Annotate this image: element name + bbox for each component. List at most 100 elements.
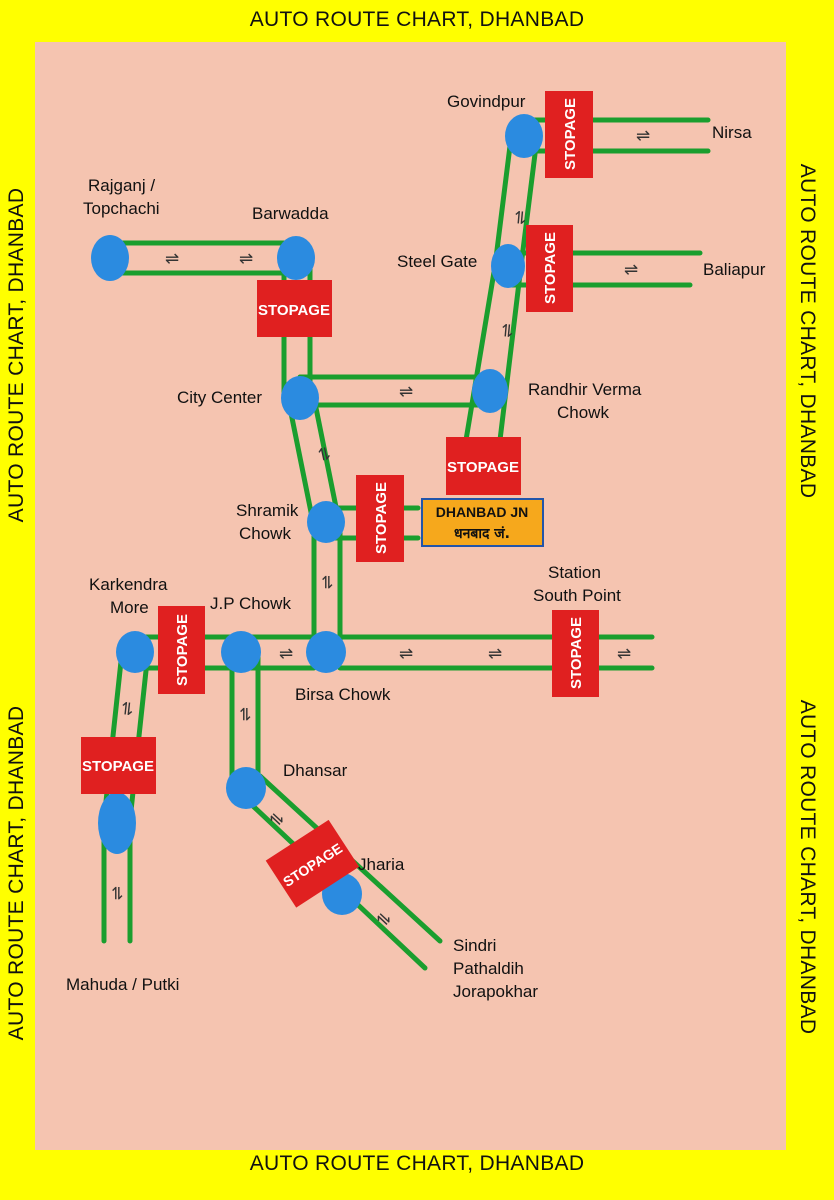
stopage-boxes: STOPAGE STOPAGE STOPAGE STOPAGE STOPAGE: [81, 91, 599, 908]
label-karkendra-more: More: [110, 598, 149, 617]
stopage-karkendra[interactable]: STOPAGE: [158, 606, 205, 694]
label-karkendra: Karkendra: [89, 575, 168, 594]
banner-bottom: AUTO ROUTE CHART, DHANBAD: [249, 1152, 585, 1175]
stopage-randhir[interactable]: STOPAGE: [446, 437, 521, 495]
direction-arrow-icon: ⇌: [279, 644, 293, 664]
stopage-label: STOPAGE: [542, 232, 559, 304]
direction-arrows: ⇌ ⇌ ⇌ ⇌ ⇌ ⇌ ⇌ ⇌ ⇌ ⇌ ⇌ ⇌ ⇌ ⇌ ⇌ ⇌ ⇌ ⇌: [107, 126, 650, 932]
route-randhir-steelgate-b: [497, 263, 524, 443]
label-jorapokhar: Jorapokhar: [453, 982, 538, 1001]
stop-barwadda[interactable]: [277, 236, 315, 280]
direction-arrow-icon: ⇌: [317, 575, 337, 589]
label-govindpur: Govindpur: [447, 92, 526, 111]
label-randhir-verma: Randhir Verma: [528, 380, 642, 399]
stopage-label: STOPAGE: [82, 758, 154, 775]
stopage-box-bg: [81, 737, 156, 794]
stopage-barwadda[interactable]: STOPAGE: [257, 280, 332, 337]
label-steel-gate: Steel Gate: [397, 252, 477, 271]
label-sindri: Sindri: [453, 936, 496, 955]
stopage-label: STOPAGE: [373, 482, 390, 554]
stop-birsa-chowk[interactable]: [306, 631, 346, 673]
label-rajganj: Rajganj /: [88, 176, 155, 195]
direction-arrow-icon: ⇌: [624, 260, 638, 280]
stop-randhir-verma-chowk[interactable]: [472, 369, 508, 413]
stopage-box-bg: [446, 437, 521, 495]
map-background: [35, 42, 786, 1150]
label-south-point: South Point: [533, 586, 621, 605]
route-steelgate-govindpur-b: [518, 135, 540, 269]
stopage-mahuda[interactable]: STOPAGE: [81, 737, 156, 794]
label-nirsa: Nirsa: [712, 123, 752, 142]
label-shramik-chowk: Chowk: [239, 524, 291, 543]
stop-govindpur[interactable]: [505, 114, 543, 158]
label-baliapur: Baliapur: [703, 260, 766, 279]
stop-karkendra-more[interactable]: [116, 631, 154, 673]
label-station: Station: [548, 563, 601, 582]
direction-arrow-icon: ⇌: [239, 249, 253, 269]
banner-left-top: AUTO ROUTE CHART, DHANBAD: [5, 187, 28, 523]
stopage-jharia[interactable]: STOPAGE: [265, 819, 360, 908]
stop-jp-chowk[interactable]: [221, 631, 261, 673]
stopage-label: STOPAGE: [447, 459, 519, 476]
stopage-label: STOPAGE: [562, 98, 579, 170]
route-citycenter-shramik-a: [285, 395, 316, 525]
station-name-hi: धनबाद जं.: [454, 526, 510, 542]
label-city-center: City Center: [177, 388, 262, 407]
stopage-label: STOPAGE: [258, 302, 330, 319]
stopage-box-bg: [526, 225, 573, 312]
label-jharia: Jharia: [358, 855, 405, 874]
stopage-govindpur[interactable]: STOPAGE: [545, 91, 593, 178]
stopage-box-bg: [356, 475, 404, 562]
banner-top: AUTO ROUTE CHART, DHANBAD: [249, 8, 585, 31]
stopage-box-bg: [257, 280, 332, 337]
direction-arrow-icon: ⇌: [636, 126, 650, 146]
stop-city-center[interactable]: [281, 376, 319, 420]
label-shramik: Shramik: [236, 501, 299, 520]
stopage-label: STOPAGE: [174, 614, 191, 686]
station-name-en: DHANBAD JN: [436, 504, 529, 520]
direction-arrow-icon: ⇌: [235, 707, 255, 721]
direction-arrow-icon: ⇌: [313, 445, 336, 463]
stopage-box-bg: [545, 91, 593, 178]
route-citycenter-shramik-b: [311, 395, 342, 525]
direction-arrow-icon: ⇌: [107, 886, 127, 900]
route-lines: [101, 117, 711, 971]
stop-shramik-chowk[interactable]: [307, 501, 345, 543]
label-birsa-chowk: Birsa Chowk: [295, 685, 391, 704]
stopage-shramik[interactable]: STOPAGE: [356, 475, 404, 562]
label-barwadda: Barwadda: [252, 204, 329, 223]
banner-left-bottom: AUTO ROUTE CHART, DHANBAD: [5, 705, 28, 1041]
stop-mahuda[interactable]: [98, 792, 136, 854]
route-steelgate-govindpur-a: [492, 135, 514, 269]
direction-arrow-icon: ⇌: [617, 644, 631, 664]
stopage-south-point[interactable]: STOPAGE: [552, 610, 599, 697]
station-dhanbad-jn[interactable]: DHANBAD JN धनबाद जं.: [421, 498, 544, 547]
label-jp-chowk: J.P Chowk: [210, 594, 291, 613]
stop-dhansar[interactable]: [226, 767, 266, 809]
label-topchachi: Topchachi: [83, 199, 160, 218]
station-box-bg: [421, 498, 544, 547]
banner-right-bottom: AUTO ROUTE CHART, DHANBAD: [796, 699, 819, 1035]
stopage-label: STOPAGE: [568, 617, 585, 689]
direction-arrow-icon: ⇌: [165, 249, 179, 269]
stopage-steel-gate[interactable]: STOPAGE: [526, 225, 573, 312]
direction-arrow-icon: ⇌: [399, 382, 413, 402]
stop-steel-gate[interactable]: [491, 244, 525, 288]
label-mahuda-putki: Mahuda / Putki: [66, 975, 179, 994]
route-randhir-steelgate-a: [463, 263, 498, 443]
stopage-box-bg: [265, 819, 360, 908]
stop-rajganj[interactable]: [91, 235, 129, 281]
stopage-box-bg: [552, 610, 599, 697]
direction-arrow-icon: ⇌: [488, 644, 502, 664]
direction-arrow-icon: ⇌: [399, 644, 413, 664]
place-labels: Govindpur Nirsa Rajganj / Topchachi Barw…: [66, 92, 766, 1001]
direction-arrow-icon: ⇌: [116, 700, 137, 716]
label-randhir-chowk: Chowk: [557, 403, 609, 422]
banner-right-top: AUTO ROUTE CHART, DHANBAD: [796, 163, 819, 499]
direction-arrow-icon: ⇌: [509, 209, 530, 225]
stopage-box-bg: [158, 606, 205, 694]
direction-arrow-icon: ⇌: [496, 322, 517, 338]
label-dhansar: Dhansar: [283, 761, 348, 780]
